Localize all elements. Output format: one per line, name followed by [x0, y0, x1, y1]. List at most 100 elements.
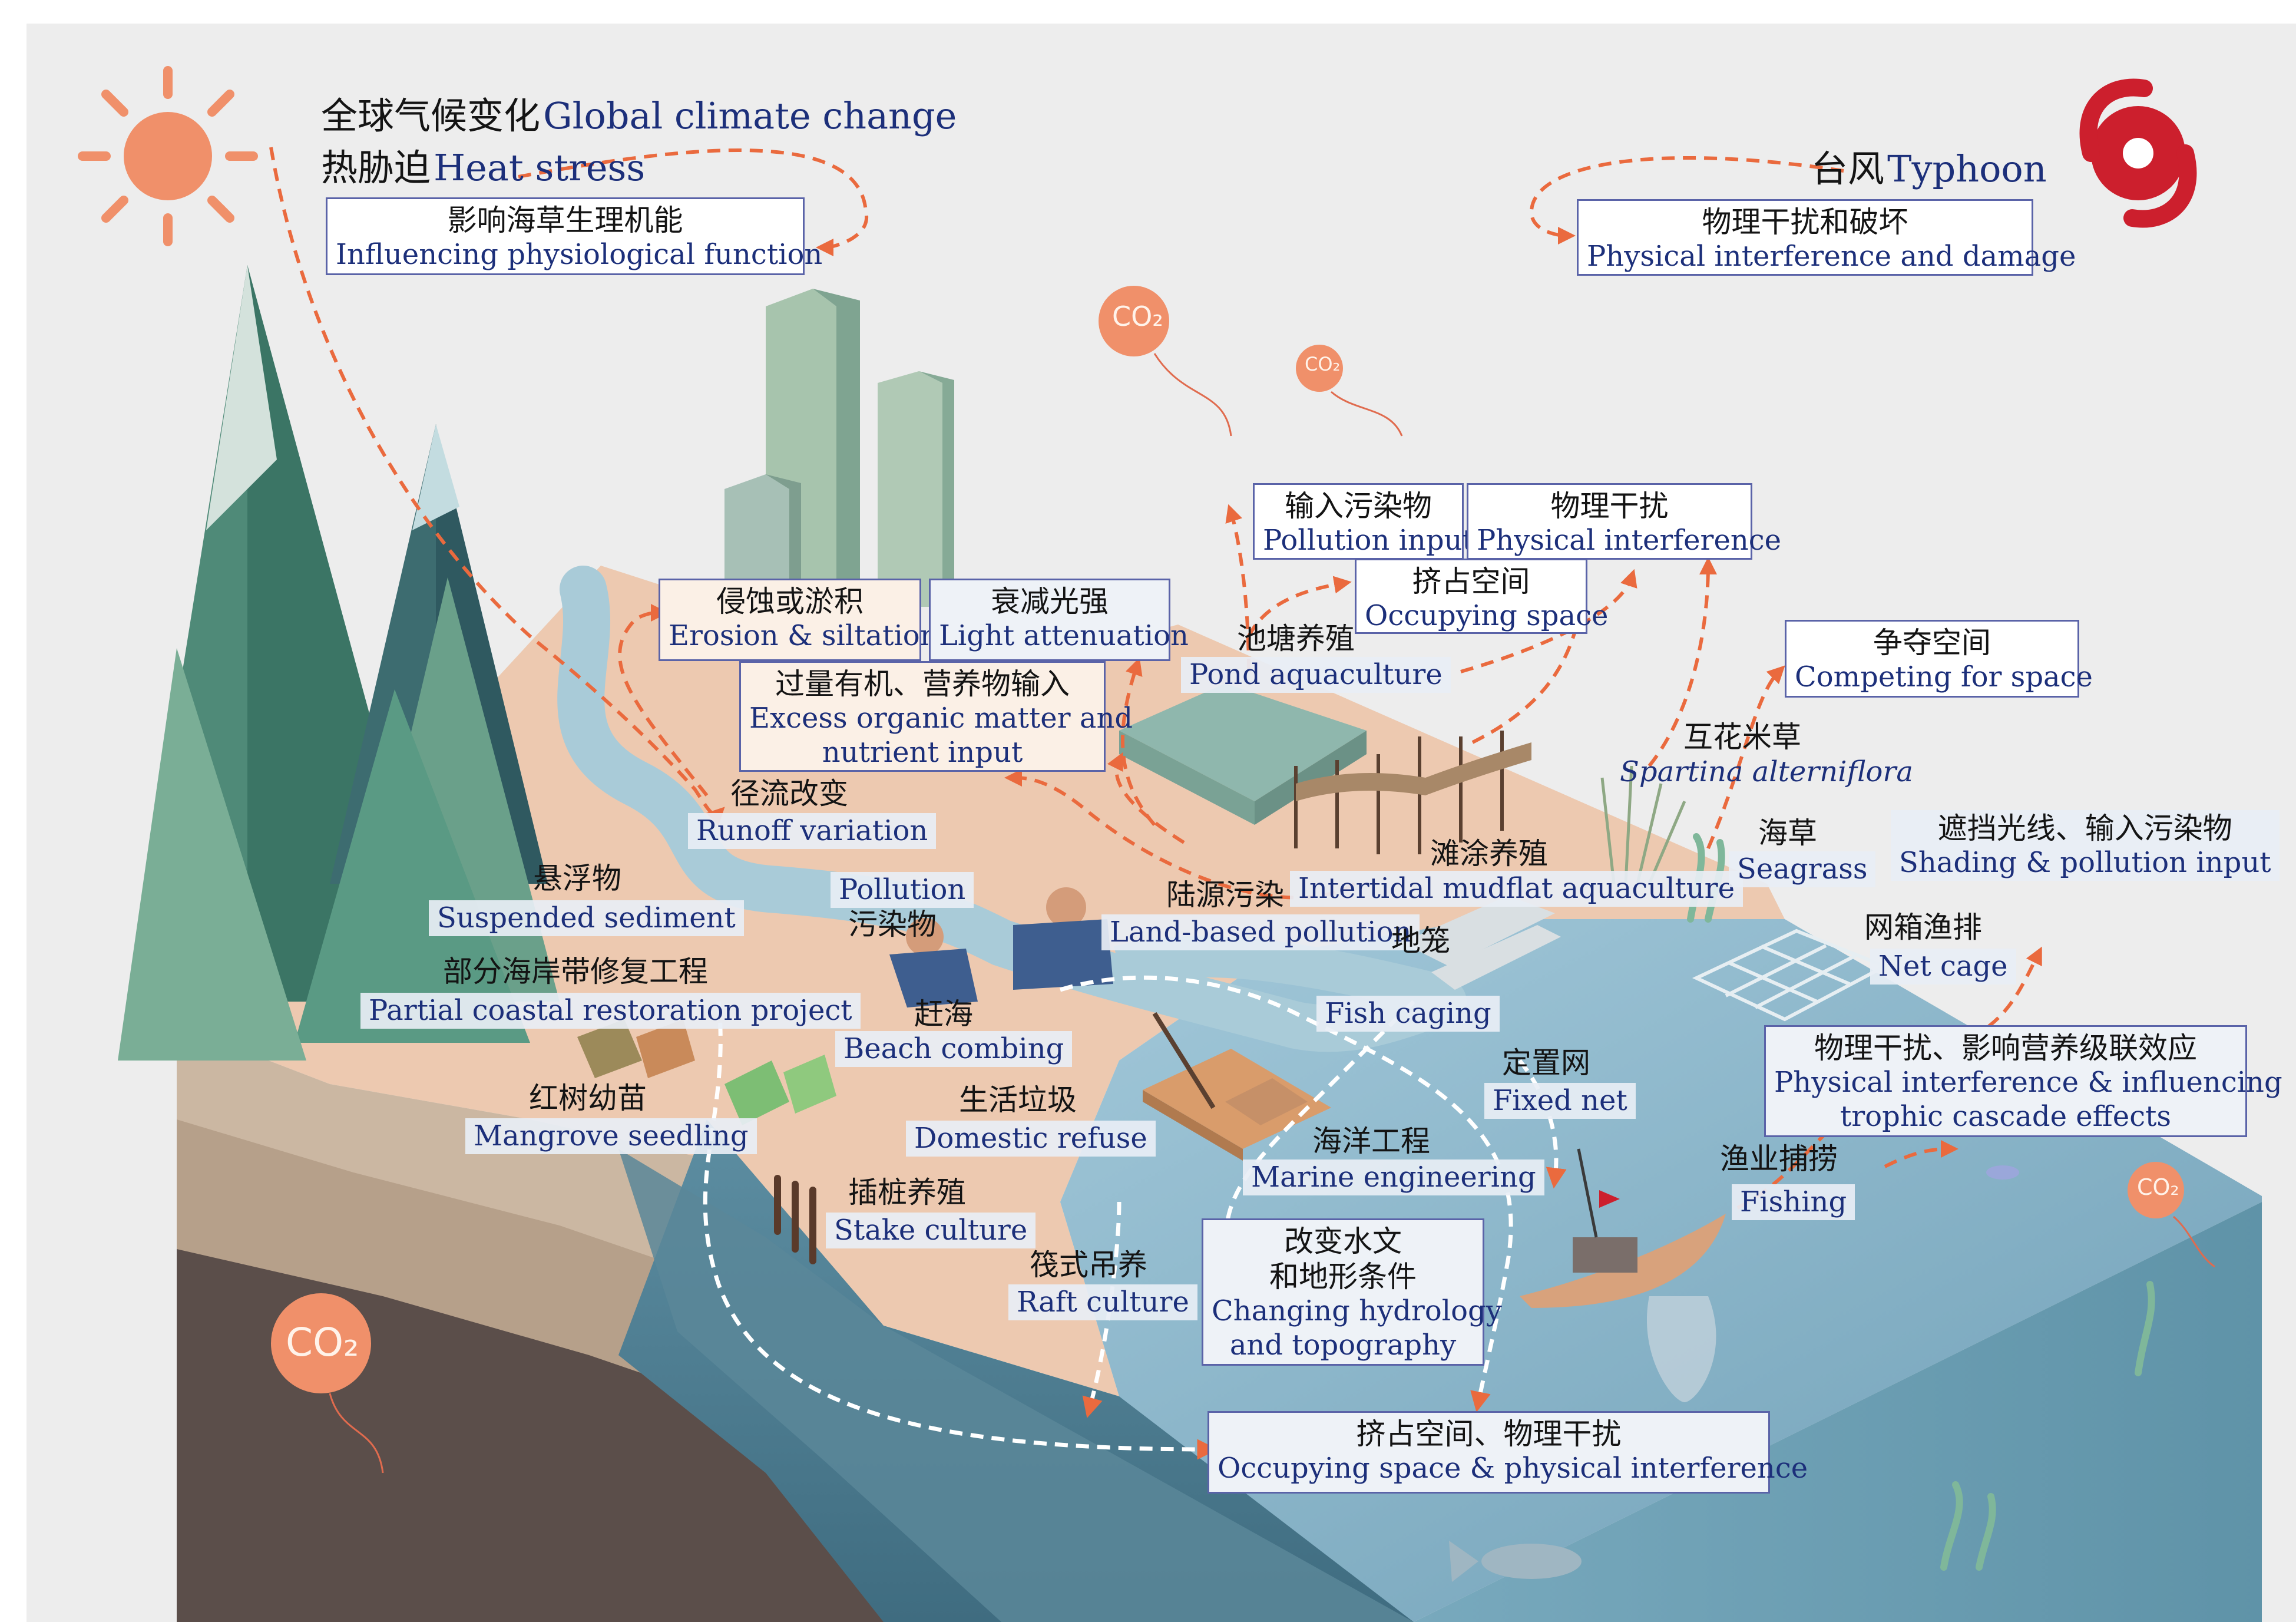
- occupying-en: Occupying space: [1365, 599, 1609, 632]
- mangrove-seedling-icon: [577, 1019, 836, 1125]
- fishcage-zh: 地笼: [1391, 924, 1450, 958]
- marine-en: Marine engineering: [1243, 1159, 1544, 1195]
- restoration-zh: 部分海岸带修复工程: [443, 954, 708, 989]
- co2-balloon-icon: [271, 286, 2215, 1474]
- physiology-en: Influencing physiological function: [336, 238, 823, 271]
- physiology-box: 影响海草生理机能 Influencing physiological funct…: [326, 197, 823, 275]
- shading-zh: 遮挡光线、输入污染物: [1937, 811, 2232, 845]
- suspended-en: Suspended sediment: [429, 900, 744, 936]
- boat-icon: [1520, 1148, 1726, 1402]
- spartina-en: Spartina alterniflora: [1620, 755, 1913, 788]
- hydrology-en-2: and topography: [1229, 1328, 1457, 1362]
- physiology-zh: 影响海草生理机能: [447, 203, 683, 237]
- occupying-space-box: 挤占空间 Occupying space: [1355, 559, 1609, 634]
- landbased-zh: 陆源污染: [1166, 878, 1284, 912]
- restoration-en: Partial coastal restoration project: [360, 993, 861, 1029]
- competing-space-box: 争夺空间 Competing for space: [1785, 620, 2093, 698]
- runoff-en: Runoff variation: [688, 813, 937, 849]
- fishing-zh: 渔业捕捞: [1720, 1142, 1838, 1176]
- cascade-en-2: trophic cascade effects: [1840, 1099, 2171, 1133]
- beach-en: Beach combing: [835, 1031, 1073, 1067]
- typhoon-zh: 台风: [1811, 147, 1885, 190]
- erosion-box: 侵蚀或淤积 Erosion & siltation: [659, 579, 938, 661]
- mudflat-zh: 滩涂养殖: [1430, 837, 1548, 871]
- sea-side-face: [1414, 1202, 2262, 1622]
- typhoon-damage-box: 物理干扰和破坏 Physical interference and damage: [1577, 199, 2076, 276]
- climate-change-en: Global climate change: [543, 94, 957, 137]
- pond-aquaculture-icon: [1119, 683, 1367, 825]
- pollution-en: Pollution: [831, 872, 974, 908]
- mangrove-en: Mangrove seedling: [465, 1118, 757, 1154]
- physical-en: Physical interference: [1477, 524, 1782, 557]
- fish-icon: [1449, 1165, 2019, 1582]
- impact-arrows: [269, 147, 2042, 1210]
- fixednet-zh: 定置网: [1502, 1046, 1590, 1080]
- typhoon-en: Typhoon: [1887, 147, 2047, 190]
- spartina-icon: [1600, 765, 1686, 884]
- excess-zh: 过量有机、营养物输入: [775, 667, 1070, 701]
- light-box: 衰减光强 Light attenuation: [929, 579, 1189, 661]
- occupying-zh: 挤占空间: [1412, 564, 1530, 599]
- erosion-zh: 侵蚀或淤积: [716, 584, 864, 619]
- shading-en: Shading & pollution input: [1899, 846, 2271, 879]
- hydrology-box: 改变水文 和地形条件 Changing hydrology and topogr…: [1202, 1218, 1502, 1366]
- co2-label-1: CO₂: [1112, 300, 1163, 332]
- beach-combing-people-icon: [889, 887, 1113, 1007]
- co2-label-2: CO₂: [1305, 353, 1341, 375]
- excess-en-2: nutrient input: [822, 735, 1023, 769]
- stake-en: Stake culture: [826, 1213, 1036, 1248]
- mangrove-zh: 红树幼苗: [529, 1081, 647, 1115]
- excess-nutrient-box: 过量有机、营养物输入 Excess organic matter and nut…: [739, 661, 1133, 772]
- competing-zh: 争夺空间: [1873, 626, 1991, 660]
- physical-interference-box: 物理干扰 Physical interference: [1467, 483, 1782, 560]
- shading-label: 遮挡光线、输入污染物 Shading & pollution input: [1891, 810, 2280, 881]
- mountain-icon: [118, 265, 560, 1061]
- marine-engineering-icon: [1143, 1012, 1331, 1161]
- cascade-box: 物理干扰、影响营养级联效应 Physical interference & in…: [1764, 1025, 2282, 1137]
- refuse-zh: 生活垃圾: [959, 1083, 1077, 1117]
- climate-change-zh: 全球气候变化: [321, 94, 541, 137]
- co2-label-4: CO₂: [286, 1320, 359, 1365]
- pollution-zh: 污染物: [848, 907, 937, 942]
- sea-front-face: [618, 1119, 1414, 1622]
- mudflat-nets: [1296, 742, 1531, 801]
- competing-en: Competing for space: [1795, 660, 2093, 693]
- seagrass-icon: [1687, 833, 2155, 1571]
- seagrass-en: Seagrass: [1729, 851, 1876, 887]
- landbased-en: Land-based pollution: [1101, 914, 1420, 950]
- suspended-zh: 悬浮物: [533, 861, 621, 896]
- netcage-en: Net cage: [1870, 949, 2016, 985]
- river-branch: [1114, 936, 1448, 1016]
- hydrology-zh-1: 改变水文: [1284, 1224, 1402, 1258]
- raft-zh: 筏式吊养: [1030, 1248, 1147, 1282]
- pond-en: Pond aquaculture: [1181, 657, 1451, 693]
- mudflat-rack-icon: [1294, 731, 1504, 854]
- heat-stress-en: Heat stress: [434, 146, 646, 189]
- raft-en: Raft culture: [1008, 1284, 1197, 1320]
- light-en: Light attenuation: [939, 619, 1189, 652]
- pollution-input-zh: 输入污染物: [1285, 489, 1432, 523]
- fixednet-en: Fixed net: [1484, 1083, 1636, 1119]
- stake-zh: 插桩养殖: [848, 1175, 966, 1210]
- fish-cage-icon: [1402, 896, 1561, 990]
- occupying-physical-en: Occupying space & physical interference: [1218, 1452, 1808, 1485]
- mudflat-en: Intertidal mudflat aquaculture: [1290, 871, 1743, 907]
- stake-culture-icon: [774, 1175, 816, 1264]
- spartina-zh: 互花米草: [1683, 720, 1801, 754]
- hydrology-en-1: Changing hydrology: [1212, 1294, 1502, 1327]
- co2-label-3: CO₂: [2137, 1174, 2179, 1200]
- occupying-physical-box: 挤占空间、物理干扰 Occupying space & physical int…: [1207, 1411, 1808, 1494]
- netcage-zh: 网箱渔排: [1864, 910, 1982, 944]
- runoff-zh: 径流改变: [730, 777, 848, 811]
- marine-zh: 海洋工程: [1312, 1124, 1430, 1158]
- occupying-physical-zh: 挤占空间、物理干扰: [1356, 1417, 1622, 1451]
- fishcage-en: Fish caging: [1316, 996, 1500, 1032]
- typhoon-damage-en: Physical interference and damage: [1587, 240, 2076, 273]
- cascade-zh: 物理干扰、影响营养级联效应: [1814, 1031, 2197, 1065]
- pollution-input-box: 输入污染物 Pollution input: [1253, 483, 1474, 560]
- beach-zh: 赶海: [914, 997, 973, 1031]
- pollution-input-en: Pollution input: [1263, 524, 1474, 557]
- refuse-en: Domestic refuse: [906, 1121, 1156, 1157]
- cascade-en-1: Physical interference & influencing: [1774, 1066, 2282, 1099]
